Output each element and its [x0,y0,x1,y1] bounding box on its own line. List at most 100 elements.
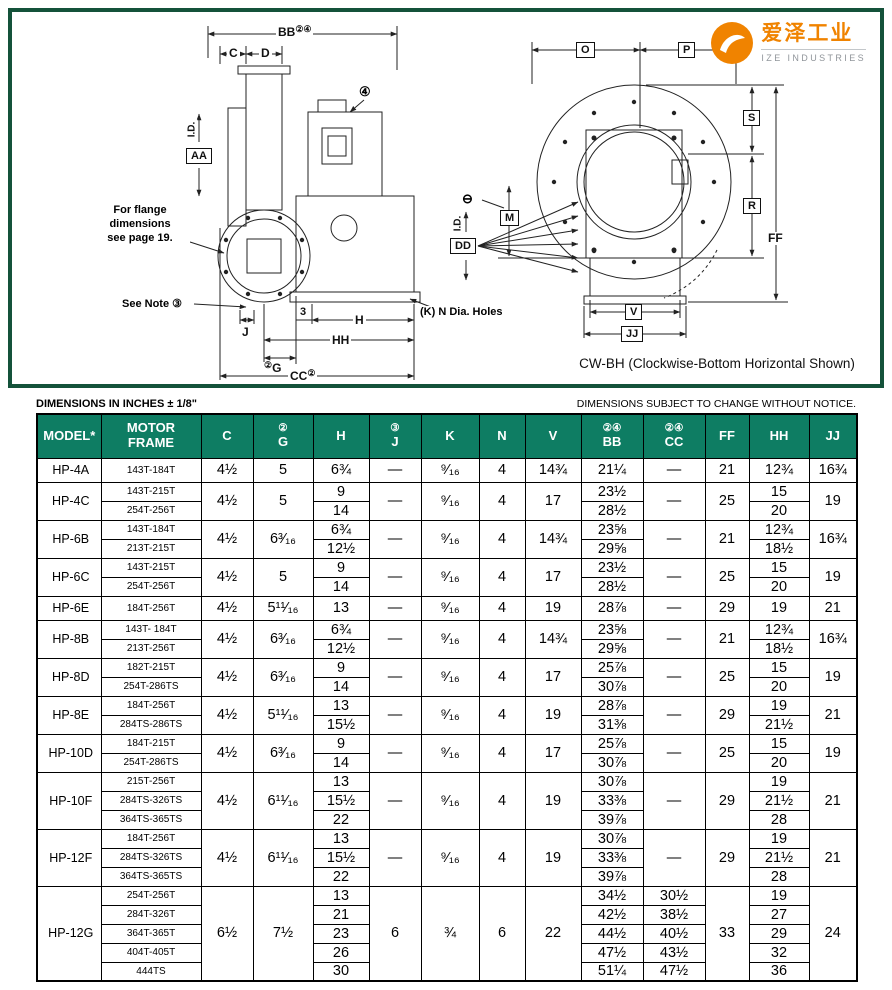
col-header-c: C [200,413,254,459]
notes-row: DIMENSIONS IN INCHES ± 1/8" DIMENSIONS S… [36,398,856,410]
jj-cell: 16¾ [808,519,858,559]
bb-cell: 30⅞ [580,676,644,697]
h-cell: 15½ [312,714,370,735]
k-cell: ⁹⁄₁₆ [420,695,480,735]
bb-cell: 47½ [580,942,644,963]
h-cell: 9 [312,733,370,754]
dim-box-m: M [500,210,520,227]
dim-box-o: O [576,42,595,59]
n-cell: 4 [478,828,526,887]
k-cell: ⁹⁄₁₆ [420,595,480,621]
dim-label-cc: CC② [288,368,318,384]
frames-cell: 143T-215T [100,481,202,502]
hh-cell: 12¾ [748,519,810,540]
dim-label-d: D [259,46,272,61]
c-cell: 4½ [200,481,254,521]
bb-cell: 30⅞ [580,771,644,792]
hh-cell: 12¾ [748,619,810,640]
dim-label-h: H [353,313,366,328]
frames-cell: 143T- 184T [100,619,202,640]
col-header-jj: JJ [808,413,858,459]
h-cell: 6¾ [312,619,370,640]
frames-cell: 254T-286TS [100,676,202,697]
frames-cell: 184T-256T [100,595,202,621]
h-cell: 9 [312,557,370,578]
col-header-n: N [478,413,526,459]
h-cell: 30 [312,961,370,982]
logo-chinese-name: 爱泽工业 [761,22,854,45]
see-note: See Note ③ [122,298,182,312]
c-cell: 4½ [200,619,254,659]
jj-cell: 21 [808,595,858,621]
dim-box-dd: DD [450,238,476,255]
frames-cell: 444TS [100,961,202,982]
cc-cell: 30½ [642,885,706,906]
h-cell: 21 [312,904,370,925]
bb-cell: 31⅜ [580,714,644,735]
g-cell: 6³⁄₁₆ [252,733,314,773]
logo-text: 爱泽工业 IZE INDUSTRIES [761,22,866,63]
hh-cell: 19 [748,828,810,849]
bb-cell: 39⅞ [580,809,644,830]
c-cell: 4½ [200,519,254,559]
v-cell: 17 [524,481,582,521]
v-cell: 17 [524,733,582,773]
hh-cell: 18½ [748,638,810,659]
col-header-ff: FF [704,413,750,459]
hh-cell: 19 [748,595,810,621]
col-header-k: K [420,413,480,459]
cc-cell: — [642,695,706,735]
hh-cell: 20 [748,752,810,773]
h-cell: 13 [312,828,370,849]
ff-cell: 21 [704,519,750,559]
k-cell: ⁹⁄₁₆ [420,557,480,597]
hh-cell: 15 [748,657,810,678]
g-cell: 6¹¹⁄₁₆ [252,771,314,830]
hh-cell: 20 [748,500,810,521]
frames-cell: 254T-256T [100,576,202,597]
h-cell: 9 [312,657,370,678]
j-cell: — [368,595,422,621]
frames-cell: 284TS-326TS [100,790,202,811]
bb-cell: 21¼ [580,457,644,483]
g-cell: 6³⁄₁₆ [252,519,314,559]
model-cell: HP-10F [36,771,102,830]
n-cell: 4 [478,595,526,621]
h-cell: 23 [312,923,370,944]
n-cell: 4 [478,771,526,830]
col-header-v: V [524,413,582,459]
left-view [189,26,437,380]
model-cell: HP-8E [36,695,102,735]
j-cell: — [368,481,422,521]
j-cell: 6 [368,885,422,982]
hh-cell: 15 [748,733,810,754]
ff-cell: 29 [704,828,750,887]
c-cell: 6½ [200,885,254,982]
h-cell: 14 [312,676,370,697]
j-cell: — [368,828,422,887]
k-cell: ⁹⁄₁₆ [420,657,480,697]
cc-sup: ② [307,368,316,378]
col-header-h: H [312,413,370,459]
minus-symbol: ⊖ [462,191,473,206]
cc-text: CC [290,369,308,383]
v-cell: 17 [524,557,582,597]
h-cell: 15½ [312,790,370,811]
frames-cell: 213T-256T [100,638,202,659]
hh-cell: 32 [748,942,810,963]
bb-cell: 25⅞ [580,657,644,678]
dim-label-g: ②G [262,360,284,376]
c-cell: 4½ [200,733,254,773]
dim-label-bb: BB②④ [276,24,314,40]
bb-cell: 23⅝ [580,619,644,640]
c-cell: 4½ [200,595,254,621]
